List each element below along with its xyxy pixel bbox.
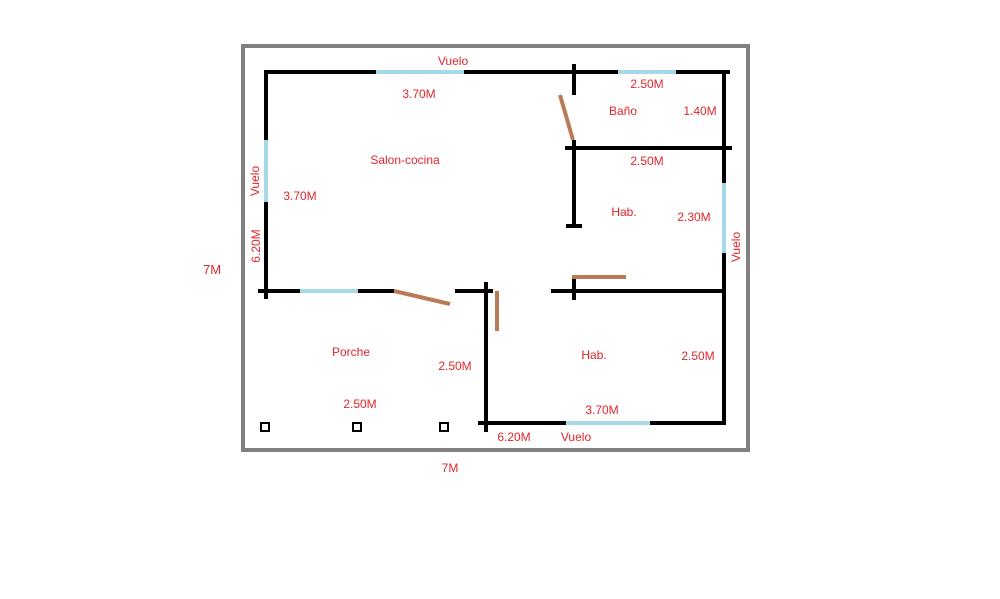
windows <box>264 70 726 425</box>
dim-hab-upper-side: 2.30M <box>677 210 710 224</box>
dim-hab-lower-bottom: 3.70M <box>585 403 618 417</box>
porch-post-3 <box>439 422 449 432</box>
doors <box>393 94 626 331</box>
door-bano <box>558 94 575 141</box>
dim-outer-left: 7M <box>203 262 221 277</box>
dim-top-wall: 3.70M <box>402 87 435 101</box>
dim-bano-side: 1.40M <box>683 104 716 118</box>
dim-bano-bottom: 2.50M <box>630 154 663 168</box>
dim-porche-side: 2.50M <box>438 359 471 373</box>
porch-posts <box>260 422 449 432</box>
room-label-salon: Salon-cocina <box>370 153 440 167</box>
porch-post-2 <box>352 422 362 432</box>
room-label-hab-lower: Hab. <box>581 348 606 362</box>
window-label-right: Vuelo <box>729 232 743 263</box>
dim-hab-lower-side: 2.50M <box>681 349 714 363</box>
room-label-hab-upper: Hab. <box>611 205 636 219</box>
window-label-left: Vuelo <box>248 166 262 197</box>
window-label-bottom: Vuelo <box>561 430 592 444</box>
dim-outer-bottom: 7M <box>442 461 459 475</box>
plot-border <box>241 44 750 452</box>
room-label-porche: Porche <box>332 345 370 359</box>
dim-bottom-left: 6.20M <box>497 430 530 444</box>
porch-post-1 <box>260 422 270 432</box>
door-salon-porche <box>393 289 451 306</box>
room-label-bano: Baño <box>609 104 637 118</box>
walls <box>258 64 732 432</box>
dim-bano-top: 2.50M <box>630 77 663 91</box>
dim-porche-bottom: 2.50M <box>343 397 376 411</box>
dim-left-inner: 3.70M <box>283 189 316 203</box>
dim-left-vertical: 6.20M <box>249 229 263 262</box>
window-label-top: Vuelo <box>438 54 469 68</box>
